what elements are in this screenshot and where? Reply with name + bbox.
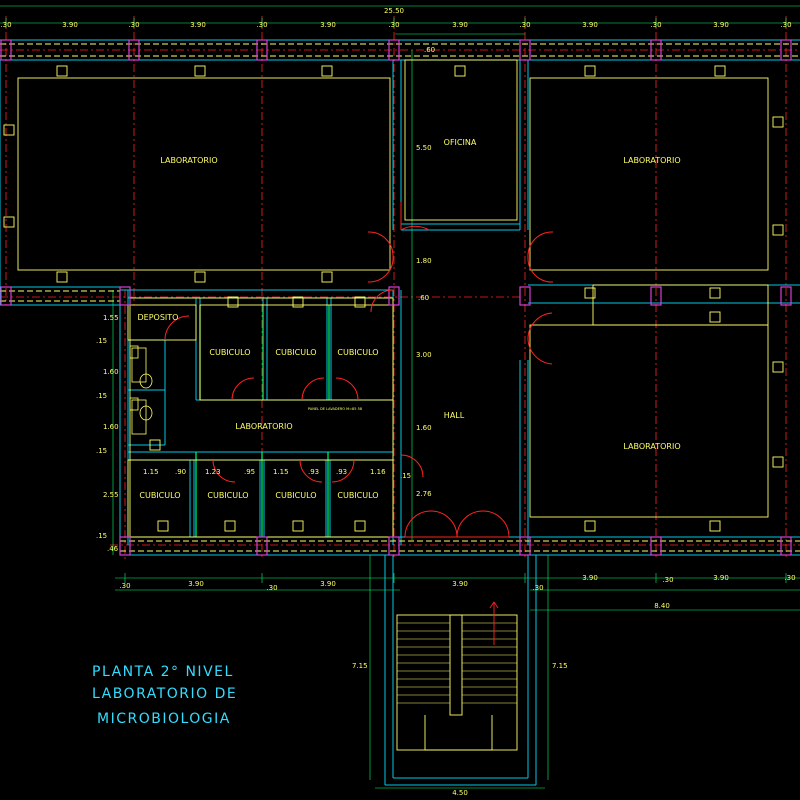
dimension-ticks [5,18,787,583]
dim-hall-top: .60 [424,46,435,54]
dim-bottom-2: 3.90 [188,580,204,588]
dim-stair-left: 7.15 [352,662,368,670]
dim-hall-4: 1.60 [416,424,432,432]
room-label-lab-top-left: LABORATORIO [160,156,217,165]
dim-hall-1: 1.80 [416,257,432,265]
dim-top-5: .30 [256,21,267,29]
dim-left-8: .15 [96,532,107,540]
drawing-title: PLANTA 2° NIVEL LABORATORIO DE MICROBIOL… [92,664,237,727]
dim-left-9: .46 [107,545,119,553]
room-label-oficina: OFICINA [444,138,477,147]
dimension-text: 25.50 .30 3.90 .30 3.90 .30 3.90 .30 3.9… [0,7,795,797]
dim-bottom-6: .30 [532,584,543,592]
dim-top-8: 3.90 [452,21,468,29]
dim-left-5: 1.60 [103,423,119,431]
room-label-hall: HALL [444,411,465,420]
dim-bottom-9: 3.90 [713,574,729,582]
dim-cub-row-1: 1.15 [143,468,159,476]
dim-cub-row-3: 1.23 [205,468,221,476]
room-labels: LABORATORIO OFICINA LABORATORIO DEPOSITO… [138,138,681,500]
dim-bottom-4: 3.90 [320,580,336,588]
dim-left-1: 1.55 [103,314,119,322]
dim-bottom-7: 3.90 [582,574,598,582]
title-line-1: PLANTA 2° NIVEL [92,664,234,680]
stair-arrow [489,601,499,645]
green-partitions [195,305,330,537]
dim-cub-row-5: 1.15 [273,468,289,476]
dim-left-2: .15 [96,337,107,345]
dim-top-7: .30 [388,21,399,29]
dim-top-10: 3.90 [582,21,598,29]
room-label-deposito: DEPOSITO [138,313,179,322]
stair-treads [397,622,517,704]
dim-hall-5: 2.76 [416,490,432,498]
room-label-cubiculo-6: CUBICULO [275,491,316,500]
dim-oficina-height: 5.50 [416,144,432,152]
dim-bottom-3: .30 [266,584,277,592]
sink-note: PANEL DE LAVADERO M=85 58 [308,407,362,411]
room-label-lab-center: LABORATORIO [235,422,292,431]
dim-top-4: 3.90 [190,21,206,29]
dim-top-6: 3.90 [320,21,336,29]
dim-bottom-8: .30 [662,576,673,584]
dim-top-9: .30 [519,21,530,29]
dim-stair-width: 4.50 [452,789,468,797]
room-label-cubiculo-3: CUBICULO [337,348,378,357]
room-label-cubiculo-2: CUBICULO [275,348,316,357]
room-label-lab-top-right: LABORATORIO [623,156,680,165]
dim-cub-row-4: .95 [244,468,255,476]
room-label-cubiculo-4: CUBICULO [139,491,180,500]
dim-hall-6: .15 [400,472,411,480]
dim-total-width: 25.50 [384,7,404,15]
dim-hall-3: 3.00 [416,351,432,359]
dim-left-6: .15 [96,447,107,455]
dim-hall-2: .60 [418,294,429,302]
title-line-2: LABORATORIO DE [92,686,237,702]
wc-fixtures [129,345,153,435]
columns [0,39,792,556]
dim-left-7: 2.55 [103,491,119,499]
dim-bottom-10: .30 [784,574,795,582]
dim-top-11: .30 [650,21,661,29]
doors [164,202,554,538]
room-label-cubiculo-5: CUBICULO [207,491,248,500]
dim-right-total: 8.40 [654,602,670,610]
room-label-cubiculo-1: CUBICULO [209,348,250,357]
dim-top-13: .30 [780,21,791,29]
room-label-lab-right: LABORATORIO [623,442,680,451]
dim-cub-row-7: .93 [336,468,347,476]
dim-top-1: .30 [0,21,11,29]
dim-cub-row-2: .90 [175,468,186,476]
dim-top-3: .30 [128,21,139,29]
room-label-cubiculo-7: CUBICULO [337,491,378,500]
dim-left-3: 1.60 [103,368,119,376]
fixture-boxes [3,65,784,532]
dim-top-2: 3.90 [62,21,78,29]
dim-stair-right: 7.15 [552,662,568,670]
staircase [396,614,518,751]
dim-left-4: .15 [96,392,107,400]
dim-top-12: 3.90 [713,21,729,29]
dim-cub-row-8: 1.16 [370,468,386,476]
dim-bottom-1: .30 [119,582,130,590]
dim-cub-row-6: .93 [308,468,319,476]
title-line-3: MICROBIOLOGIA [97,711,231,727]
dim-bottom-5: 3.90 [452,580,468,588]
